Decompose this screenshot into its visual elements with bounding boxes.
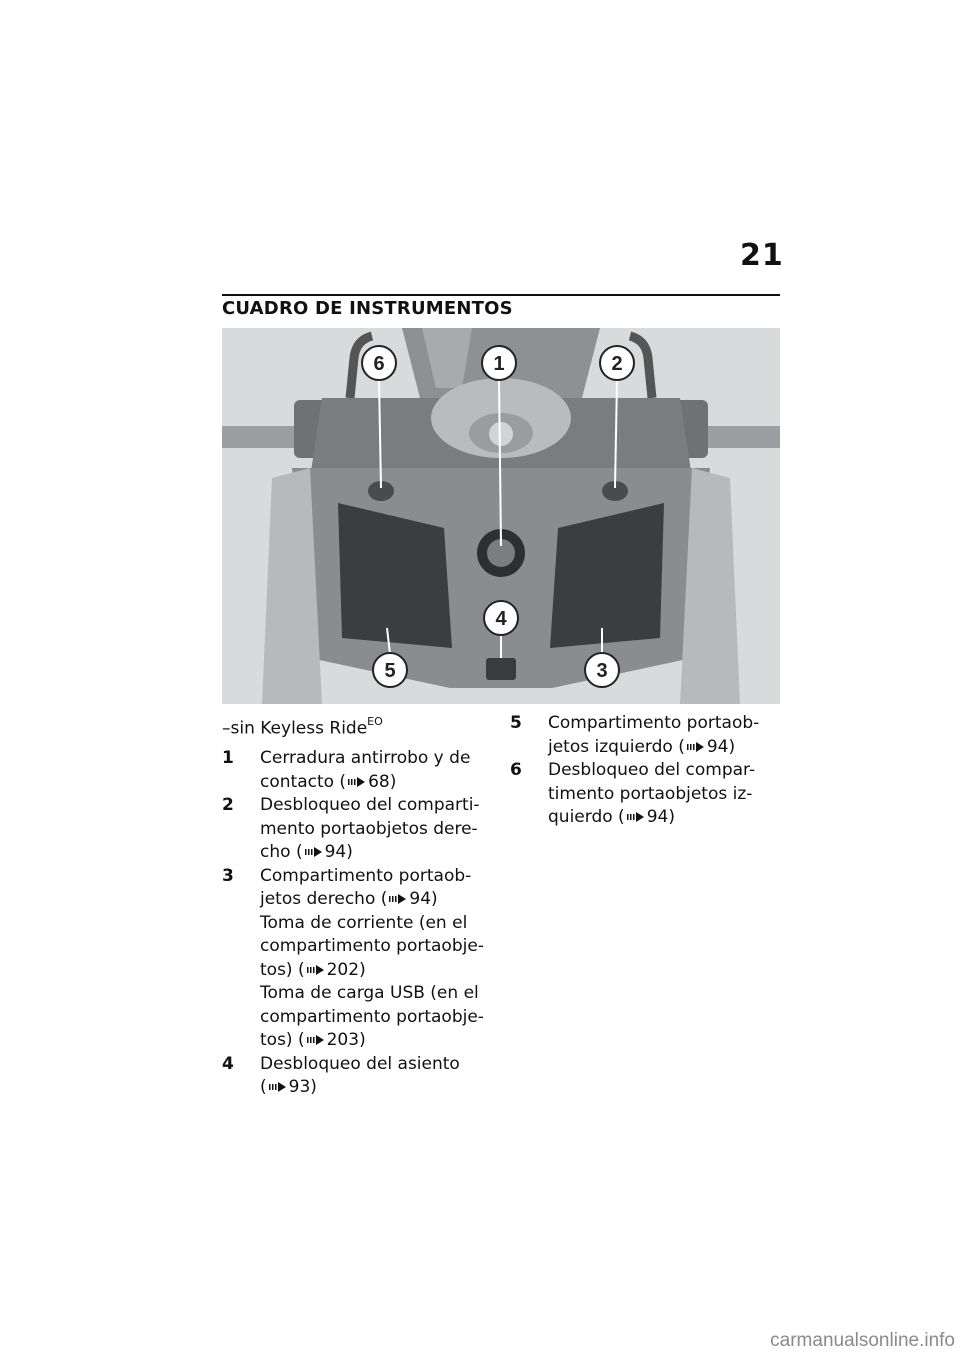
legend-item-text: Compartimento portaob-jetos izquierdo (9…: [548, 712, 780, 759]
page-reference-arrow-icon: [348, 776, 366, 787]
page-reference-number: 94: [324, 842, 347, 863]
svg-text:6: 6: [373, 353, 384, 375]
legend-item-number: 1: [222, 748, 234, 769]
page-reference-arrow-icon: [304, 847, 322, 858]
legend-line-text: Desbloqueo del asiento: [260, 1053, 460, 1074]
page-reference[interactable]: (93): [260, 1077, 317, 1098]
legend-item: 5 Compartimento portaob-jetos izquierdo (…: [510, 712, 780, 759]
page-reference-number: 68: [368, 771, 390, 792]
legend-line-text: Desbloqueo del comparti-mento portaobjet…: [260, 795, 480, 863]
legend-line: Desbloqueo del comparti-mento portaobjet…: [260, 794, 492, 865]
legend-right-column: 5 Compartimento portaob-jetos izquierdo (…: [510, 712, 780, 830]
callout-1: 1: [481, 345, 517, 381]
page-reference-number: 94: [409, 889, 432, 910]
legend-line-text: Compartimento portaob-jetos izquierdo: [548, 713, 760, 757]
callout-4: 4: [483, 600, 519, 636]
page-reference[interactable]: (94): [618, 807, 675, 827]
legend-item-text: Desbloqueo del comparti-mento portaobjet…: [260, 794, 492, 865]
page-reference[interactable]: (94): [295, 842, 353, 863]
svg-text:4: 4: [495, 608, 507, 630]
page-reference[interactable]: (203): [297, 1030, 366, 1051]
legend-item: 4 Desbloqueo del asiento (93): [222, 1053, 492, 1100]
legend-item-number: 5: [510, 713, 522, 733]
callout-5: 5: [372, 652, 408, 688]
legend-item-text: Cerradura antirrobo y de contacto (68): [260, 747, 492, 794]
page-reference[interactable]: (94): [678, 736, 736, 757]
callout-6: 6: [361, 345, 397, 381]
page-reference-number: 94: [706, 736, 729, 757]
subnote-text: –sin Keyless Ride: [222, 718, 368, 739]
svg-text:1: 1: [493, 353, 504, 375]
page-reference-number: 202: [326, 959, 360, 980]
page-reference-number: 203: [326, 1030, 360, 1051]
legend-item-text: Compartimento portaob-jetos derecho (94)…: [260, 865, 492, 1053]
legend-line: Cerradura antirrobo y de contacto (68): [260, 747, 492, 794]
legend-line-text: Toma de corriente (en el compartimento p…: [260, 912, 484, 980]
legend-item-number: 3: [222, 865, 234, 886]
legend-line: Toma de corriente (en el compartimento p…: [260, 912, 492, 983]
legend-item-number: 6: [510, 760, 522, 780]
page-reference-arrow-icon: [686, 741, 704, 752]
page-reference-arrow-icon: [306, 1035, 324, 1046]
page-reference-arrow-icon: [268, 1082, 286, 1093]
page-reference-number: 93: [288, 1077, 311, 1098]
page-reference-number: 94: [646, 807, 669, 827]
legend-item-number: 2: [222, 795, 234, 816]
legend-line-text: Cerradura antirrobo y de contacto: [260, 748, 471, 792]
section-title: CUADRO DE INSTRUMENTOS: [222, 298, 513, 319]
legend-line: Toma de carga USB (en el compartimento p…: [260, 982, 492, 1053]
page-reference-arrow-icon: [389, 894, 407, 905]
legend-item-text: Desbloqueo del asiento (93): [260, 1053, 492, 1100]
svg-text:2: 2: [611, 353, 622, 375]
callout-3: 3: [584, 652, 620, 688]
legend-line-text: Desbloqueo del compar-timento portaobjet…: [548, 760, 756, 827]
scooter-cockpit-illustration: 1 2 3 4 5 6: [222, 328, 780, 704]
legend-left-column: –sin Keyless RideEO 1 Cerradura antirrobo…: [222, 712, 492, 1100]
legend-line-text: Compartimento portaob-jetos derecho: [260, 865, 472, 910]
instrument-panel-figure: 1 2 3 4 5 6: [222, 328, 780, 704]
legend-item: 6 Desbloqueo del compar-timento portaobje…: [510, 759, 780, 830]
svg-text:5: 5: [384, 660, 395, 682]
legend-subnote: –sin Keyless RideEO: [222, 712, 492, 741]
legend-item: 2 Desbloqueo del comparti-mento portaobje…: [222, 794, 492, 865]
page-reference[interactable]: (68): [339, 771, 397, 792]
svg-text:3: 3: [596, 660, 607, 682]
page-reference-arrow-icon: [626, 812, 644, 822]
page-number: 21: [740, 238, 784, 273]
legend-line: Desbloqueo del asiento (93): [260, 1053, 492, 1100]
legend-item: 1 Cerradura antirrobo y de contacto (68): [222, 747, 492, 794]
legend-line: Desbloqueo del compar-timento portaobjet…: [548, 759, 780, 830]
subnote-superscript: EO: [367, 715, 383, 728]
page-reference[interactable]: (202): [297, 959, 366, 980]
legend-item: 3 Compartimento portaob-jetos derecho (94…: [222, 865, 492, 1053]
legend-item-text: Desbloqueo del compar-timento portaobjet…: [548, 759, 780, 830]
page-reference[interactable]: (94): [380, 889, 438, 910]
legend-line: Compartimento portaob-jetos derecho (94): [260, 865, 492, 912]
watermark: carmanualsonline.info: [770, 1330, 955, 1351]
page-reference-arrow-icon: [306, 964, 324, 975]
legend-line-text: Toma de carga USB (en el compartimento p…: [260, 983, 484, 1051]
callout-2: 2: [599, 345, 635, 381]
header-rule: [222, 294, 780, 296]
legend-item-number: 4: [222, 1053, 234, 1074]
legend-line: Compartimento portaob-jetos izquierdo (9…: [548, 712, 780, 759]
